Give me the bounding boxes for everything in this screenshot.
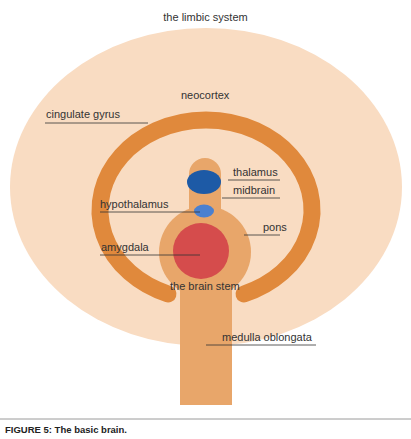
diagram-title: the limbic system xyxy=(0,11,411,24)
node-label: the brain stem xyxy=(170,280,240,293)
hypothalamus-shape xyxy=(194,205,214,218)
part-label: amygdala xyxy=(101,241,149,254)
brain-stem-part xyxy=(159,206,251,298)
part-label: medulla oblongata xyxy=(222,331,312,344)
leader-line xyxy=(222,198,280,199)
leader-line xyxy=(45,123,148,124)
node-label: neocortex xyxy=(181,89,229,102)
thalamus-shape xyxy=(187,170,221,194)
part-label: hypothalamus xyxy=(100,198,169,211)
leader-line xyxy=(244,235,280,236)
leader-line xyxy=(100,255,200,256)
leader-line xyxy=(206,345,316,346)
separator-line xyxy=(0,419,411,420)
figure-caption: FIGURE 5: The basic brain. xyxy=(5,423,127,436)
part-label: thalamus xyxy=(233,166,278,179)
amygdala-shape xyxy=(173,223,229,279)
leader-line xyxy=(228,180,280,181)
part-label: pons xyxy=(263,221,287,234)
brain-stem-part xyxy=(189,158,221,240)
part-label: midbrain xyxy=(233,184,275,197)
part-label: cingulate gyrus xyxy=(46,108,120,121)
leader-line xyxy=(100,212,200,213)
